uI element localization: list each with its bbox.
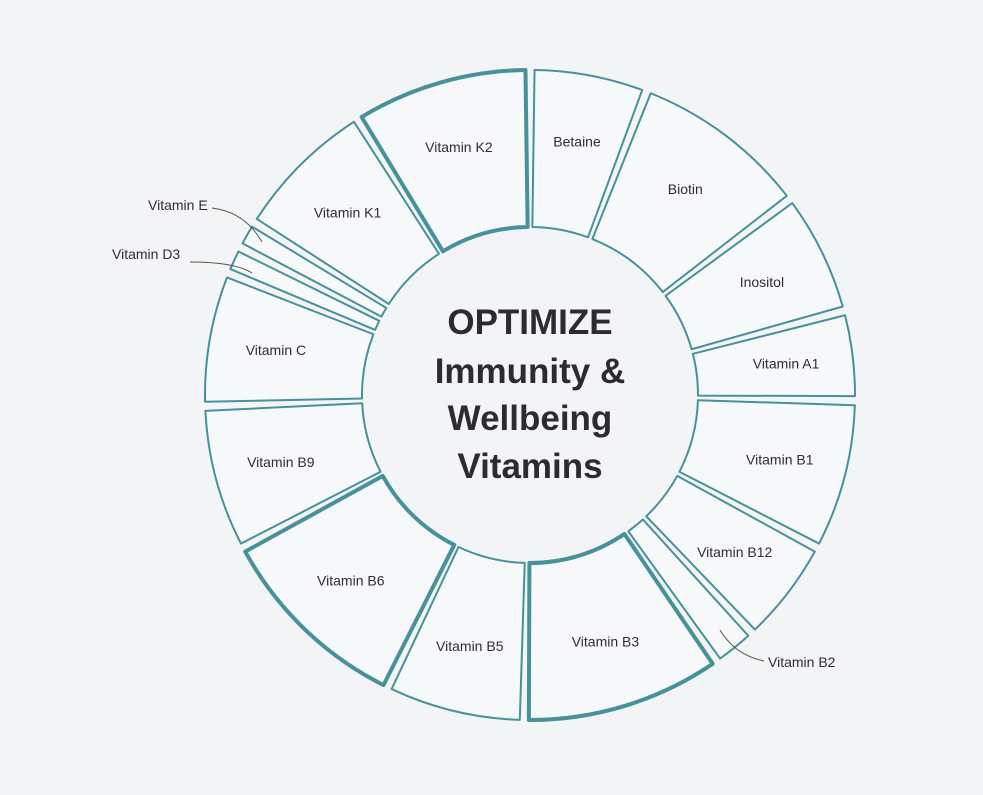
segment-label-betaine: Betaine (553, 133, 601, 149)
segment-label-biotin: Biotin (668, 181, 703, 197)
segment-label-vitamin-a1: Vitamin A1 (753, 356, 820, 372)
callout-line-vitamin-d3 (189, 261, 253, 274)
callout-line-vitamin-e (211, 207, 263, 243)
segment-label-vitamin-b3: Vitamin B3 (572, 634, 640, 650)
segment-vitamin-d3 (229, 250, 381, 331)
callout-label-vitamin-d3: Vitamin D3 (112, 246, 180, 262)
segment-vitamin-b5 (390, 546, 526, 721)
segment-label-vitamin-b1: Vitamin B1 (746, 452, 814, 468)
segment-vitamin-b1 (678, 399, 856, 545)
segment-vitamin-k2 (359, 68, 530, 254)
segment-label-vitamin-k1: Vitamin K1 (314, 205, 382, 221)
segment-vitamin-b6 (243, 473, 457, 688)
segment-vitamin-b2 (627, 518, 750, 660)
title-line-1: OPTIMIZE (447, 303, 612, 342)
callout-line-vitamin-b2 (719, 629, 765, 662)
segment-label-vitamin-k2: Vitamin K2 (425, 139, 493, 155)
segment-inositol (664, 202, 844, 351)
segment-label-vitamin-b5: Vitamin B5 (436, 638, 504, 654)
segment-label-inositol: Inositol (740, 274, 784, 290)
segment-vitamin-e (241, 225, 388, 318)
callouts-group: Vitamin E Vitamin D3 Vitamin B2 (112, 197, 836, 670)
title-line-3: Wellbeing (448, 399, 613, 438)
segment-biotin (591, 92, 788, 294)
segment-label-vitamin-b9: Vitamin B9 (247, 454, 315, 470)
segment-label-vitamin-b6: Vitamin B6 (317, 573, 385, 589)
segment-label-vitamin-c: Vitamin C (246, 342, 306, 358)
segment-betaine (531, 69, 644, 239)
segment-vitamin-c (204, 276, 375, 403)
center-title: OPTIMIZE Immunity & Wellbeing Vitamins (435, 303, 626, 486)
segment-vitamin-k1 (255, 120, 440, 305)
segment-vitamin-b3 (526, 531, 715, 722)
segment-vitamin-a1 (691, 314, 856, 398)
segment-vitamin-b12 (645, 474, 816, 631)
segment-vitamin-b9 (204, 402, 382, 545)
callout-label-vitamin-e: Vitamin E (148, 197, 208, 213)
title-line-4: Vitamins (457, 447, 602, 486)
callout-label-vitamin-b2: Vitamin B2 (768, 654, 836, 670)
segment-label-vitamin-b12: Vitamin B12 (697, 544, 772, 560)
title-line-2: Immunity & (435, 352, 626, 391)
